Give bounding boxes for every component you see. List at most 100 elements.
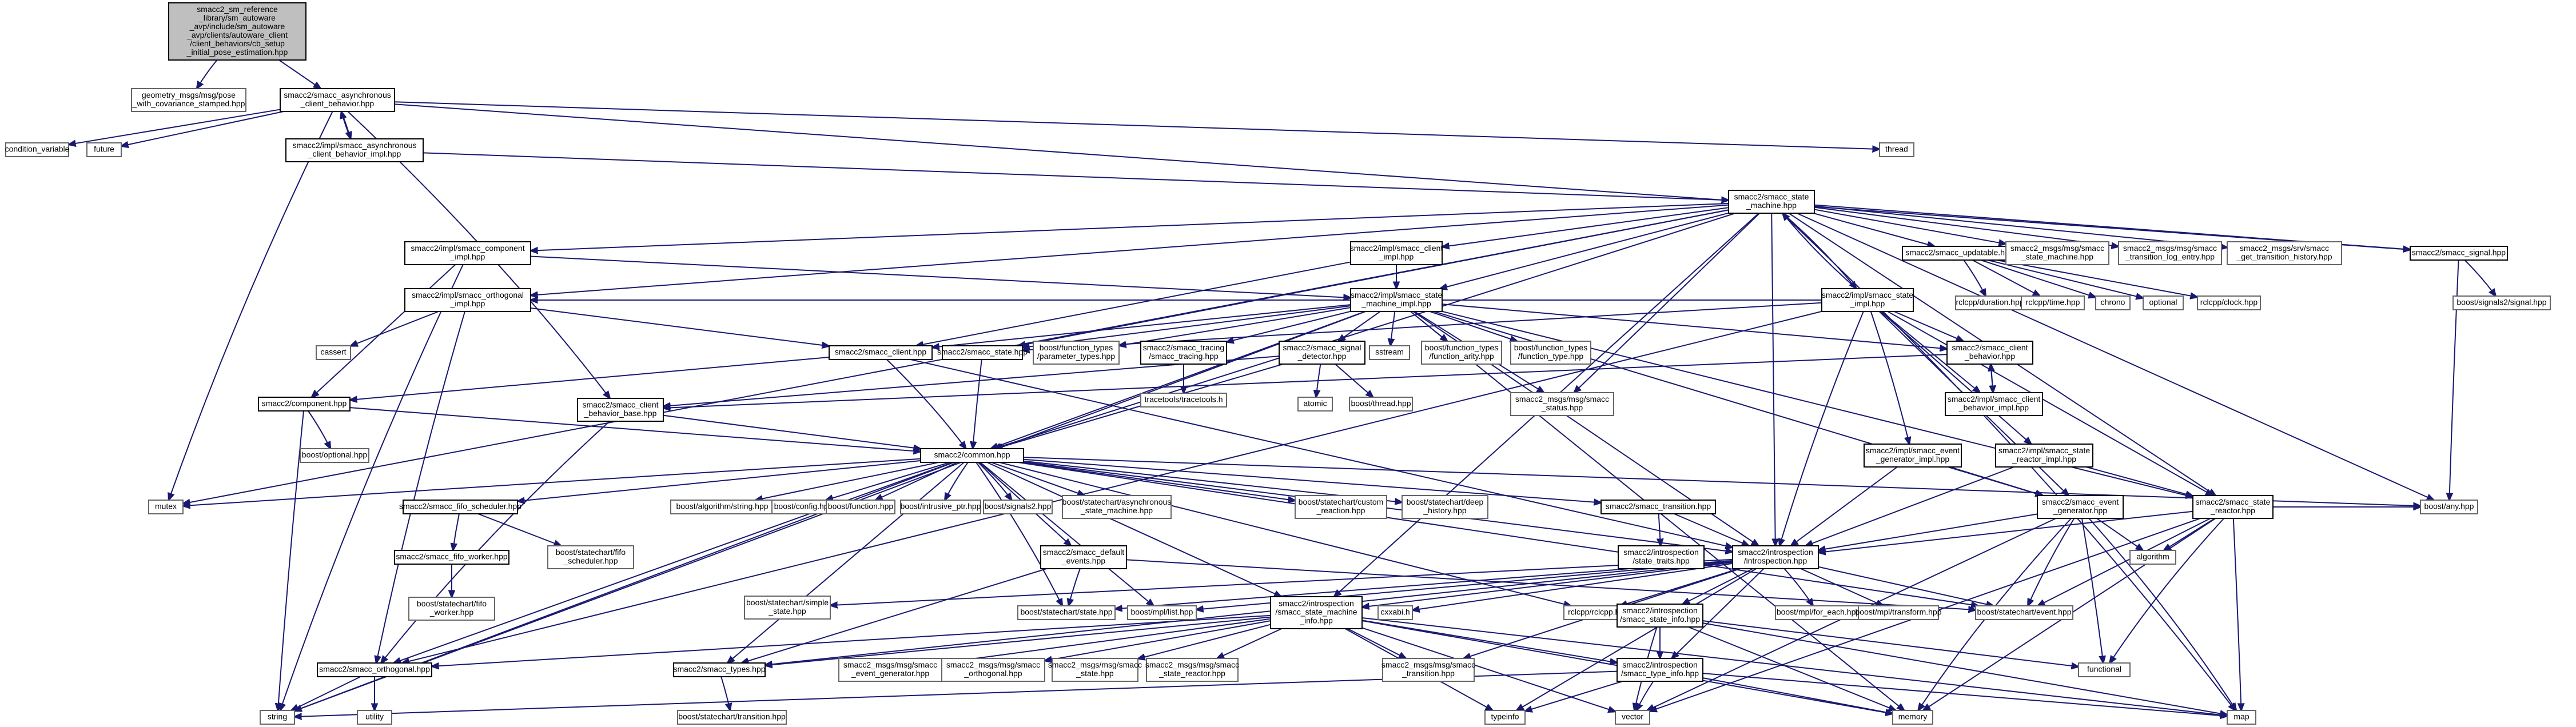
node-label-tracing: smacc2/smacc_tracing	[1143, 343, 1224, 352]
node-component[interactable]: smacc2/component.hpp	[258, 397, 351, 412]
node-component_impl[interactable]: smacc2/impl/smacc_component_impl.hpp	[404, 241, 531, 265]
node-box-fifo_worker	[394, 550, 509, 565]
node-label-updatable: smacc2/smacc_updatable.hpp	[1905, 248, 2013, 257]
edge-common-to-mutex	[183, 458, 921, 506]
node-event_generator[interactable]: smacc2/smacc_event_generator.hpp	[2037, 495, 2124, 519]
edge-sm_info-to-type_info	[1361, 620, 1617, 662]
node-sc_custom: boost/statechart/custom_reaction.hpp	[1295, 495, 1387, 519]
node-async_cb[interactable]: smacc2/smacc_asynchronous_client_behavio…	[280, 88, 395, 112]
node-sm_impl[interactable]: smacc2/impl/smacc_state_machine_impl.hpp	[1350, 288, 1443, 312]
node-client_behavior[interactable]: smacc2/smacc_client_behavior.hpp	[1946, 341, 2033, 365]
node-label-msg_event_gen: smacc2_msgs/msg/smacc	[843, 660, 937, 669]
edge-common-to-algo_string	[755, 462, 939, 500]
node-common[interactable]: smacc2/common.hpp	[920, 448, 1024, 463]
node-async_impl[interactable]: smacc2/impl/smacc_asynchronous_client_be…	[285, 138, 424, 162]
node-state_machine[interactable]: smacc2/smacc_state_machine.hpp	[1728, 190, 1815, 214]
edge-common-to-boost_config	[826, 462, 950, 500]
node-sm_info[interactable]: smacc2/introspection/smacc_state_machine…	[1270, 596, 1363, 629]
node-box-rclcpp_duration	[1955, 295, 2025, 310]
node-label-root: _initial_pose_estimation.hpp	[186, 47, 288, 57]
node-label-msg_orthogonal: smacc2_msgs/msg/smacc	[946, 660, 1040, 669]
node-orthogonal_impl[interactable]: smacc2/impl/smacc_orthogonal_impl.hpp	[404, 288, 531, 312]
edge-async_cb-to-signal	[394, 103, 2410, 250]
node-fifo_scheduler[interactable]: smacc2/smacc_fifo_scheduler.hpp	[399, 500, 521, 514]
node-rclcpp_time: rclcpp/time.hpp	[2021, 295, 2085, 310]
node-box-cassert	[316, 345, 351, 360]
node-fifo_worker[interactable]: smacc2/smacc_fifo_worker.hpp	[394, 550, 509, 565]
node-box-sm_impl	[1350, 288, 1443, 312]
edge-updatable-to-rclcpp_duration	[1963, 259, 1985, 296]
node-label-typeinfo: typeinfo	[1491, 712, 1519, 721]
node-label-signals2: boost/signals2.hpp	[985, 502, 1052, 511]
node-box-signal_detector	[1279, 341, 1365, 365]
edge-common-to-boost_function	[875, 462, 958, 500]
node-box-boost_function	[826, 500, 895, 514]
node-label-sc_fifo_scheduler: boost/statechart/fifo	[556, 548, 626, 557]
node-label-srv_history: _get_transition_history.hpp	[2236, 252, 2332, 261]
edge-event_generator-to-functional	[2081, 518, 2103, 663]
edge-async_impl-to-async_cb	[341, 111, 352, 139]
node-state_impl[interactable]: smacc2/impl/smacc_state_impl.hpp	[1821, 288, 1914, 312]
node-state_reactor[interactable]: smacc2/smacc_state_reactor.hpp	[2192, 495, 2274, 519]
node-box-state_machine	[1728, 190, 1815, 214]
node-smacc_state[interactable]: smacc2/smacc_state.hpp	[937, 345, 1028, 360]
node-smacc_transition[interactable]: smacc2/smacc_transition.hpp	[1600, 500, 1716, 514]
node-smacc_orthogonal[interactable]: smacc2/smacc_orthogonal.hpp	[317, 662, 432, 677]
edge-introspection-to-mpl_transform	[1800, 568, 1883, 606]
node-signal_detector[interactable]: smacc2/smacc_signal_detector.hpp	[1279, 341, 1365, 365]
node-box-sc_fifo_worker	[408, 597, 495, 621]
edge-component-to-common	[349, 407, 921, 452]
node-signal[interactable]: smacc2/smacc_signal.hpp	[2410, 246, 2508, 261]
edge-smacc_transition-to-introspection	[1674, 513, 1749, 546]
node-root[interactable]: smacc2_sm_reference_library/sm_autoware_…	[168, 2, 306, 61]
node-tracing[interactable]: smacc2/smacc_tracing/smacc_tracing.hpp	[1140, 341, 1227, 365]
node-label-signal: smacc2/smacc_signal.hpp	[2412, 248, 2506, 257]
node-label-introspection: smacc2/introspection	[1738, 548, 1813, 557]
edge-updatable-to-chrono	[1980, 259, 2096, 297]
node-box-component_impl	[404, 241, 531, 265]
node-client_behavior_impl[interactable]: smacc2/impl/smacc_client_behavior_impl.h…	[1945, 392, 2043, 416]
node-client_impl[interactable]: smacc2/impl/smacc_client_impl.hpp	[1350, 241, 1443, 265]
node-functional: functional	[2078, 662, 2131, 677]
edge-common-to-intrusive_ptr	[945, 462, 969, 500]
node-label-rclcpp_duration: rclcpp/duration.hpp	[1956, 298, 2024, 307]
edge-fifo_scheduler-to-fifo_worker	[453, 513, 460, 550]
edge-signal_detector-to-boost_thread	[1335, 364, 1373, 397]
node-state_info[interactable]: smacc2/introspection/smacc_state_info.hp…	[1617, 604, 1703, 628]
node-box-client_behavior_base	[577, 398, 664, 422]
node-label-mpl_list: boost/mpl/list.hpp	[1131, 608, 1193, 617]
node-smacc_types[interactable]: smacc2/smacc_types.hpp	[673, 662, 766, 677]
node-label-event_generator_impl: smacc2/impl/smacc_event	[1866, 446, 1960, 455]
node-state_traits[interactable]: smacc2/introspection/state_traits.hpp	[1618, 545, 1705, 569]
node-state_reactor_impl[interactable]: smacc2/impl/smacc_state_reactor_impl.hpp	[1995, 444, 2093, 468]
node-label-mpl_for_each: boost/mpl/for_each.hpp	[1777, 608, 1861, 617]
node-label-smacc_orthogonal: smacc2/smacc_orthogonal.hpp	[319, 665, 430, 674]
node-box-signal	[2410, 246, 2508, 261]
edge-async_cb-to-condvar	[69, 109, 281, 145]
node-box-sc_custom	[1295, 495, 1387, 519]
node-introspection[interactable]: smacc2/introspection/introspection.hpp	[1732, 545, 1819, 569]
node-label-sc_deep: _history.hpp	[1423, 506, 1466, 515]
node-sc_deep: boost/statechart/deep_history.hpp	[1402, 495, 1488, 519]
node-default_events[interactable]: smacc2/smacc_default_events.hpp	[1040, 545, 1127, 569]
edge-async_cb-to-thread	[394, 101, 1880, 149]
node-msg_state: smacc2_msgs/msg/smacc_state.hpp	[1048, 658, 1142, 682]
node-client_behavior_base[interactable]: smacc2/smacc_client_behavior_base.hpp	[577, 398, 664, 422]
node-label-component_impl: _impl.hpp	[450, 252, 485, 261]
node-event_generator_impl[interactable]: smacc2/impl/smacc_event_generator_impl.h…	[1864, 444, 1962, 468]
node-box-smacc_transition	[1600, 500, 1716, 514]
node-mpl_list: boost/mpl/list.hpp	[1127, 605, 1197, 620]
edge-smacc_client-to-common	[886, 359, 966, 449]
node-label-sc_custom: _reaction.hpp	[1316, 506, 1365, 515]
node-type_info[interactable]: smacc2/introspection/smacc_type_info.hpp	[1617, 658, 1703, 682]
node-label-rclcpp_clock: rclcpp/clock.hpp	[2200, 298, 2258, 307]
edge-state_machine-to-msg_transition_log	[1814, 206, 2119, 247]
node-box-tracing	[1140, 341, 1227, 365]
node-box-state_reactor_impl	[1995, 444, 2093, 468]
edge-sm_info-to-msg_state	[1138, 624, 1271, 659]
node-label-root: _avp/include/sm_autoware	[189, 22, 285, 31]
node-label-tracetools: tracetools/tracetools.h	[1145, 395, 1223, 404]
node-smacc_client[interactable]: smacc2/smacc_client.hpp	[829, 345, 933, 360]
node-updatable[interactable]: smacc2/smacc_updatable.hpp	[1902, 246, 2017, 261]
edge-type_info-to-typeinfo	[1525, 681, 1623, 711]
